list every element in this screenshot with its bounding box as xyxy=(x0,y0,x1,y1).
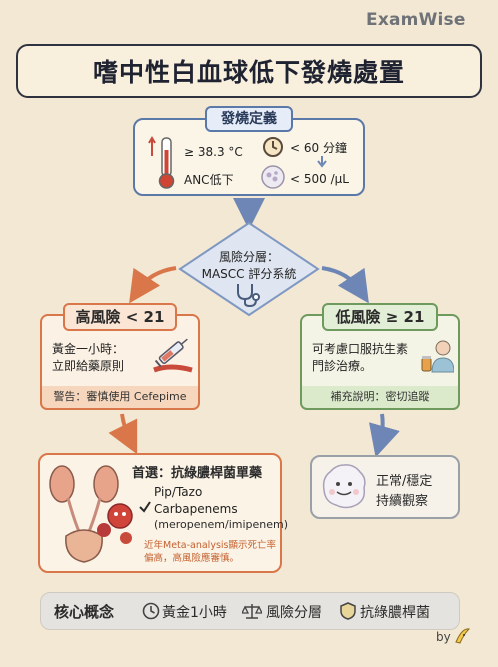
core-item-golden-hour: 黃金1小時 xyxy=(162,605,227,621)
core-item-risk-stratification: 風險分層 xyxy=(266,605,322,621)
happy-cell-icon xyxy=(322,464,366,509)
balance-scale-icon xyxy=(242,604,262,619)
duration-criterion: < 60 分鐘 xyxy=(290,141,347,155)
doctor-pills-icon xyxy=(421,340,454,373)
oral-antibiotic-label: 可考慮口服抗生素 xyxy=(312,342,409,356)
core-concepts-label: 核心概念 xyxy=(54,603,115,621)
page-title: 嗜中性白血球低下發燒處置 xyxy=(16,44,482,98)
golden-hour-label: 黃金一小時： xyxy=(52,342,125,356)
checkmark-icon xyxy=(139,501,151,513)
immediate-dosing-label: 立即給藥原則 xyxy=(52,359,125,373)
definition-tag: 發燒定義 xyxy=(205,106,293,132)
risk-title: 風險分層： xyxy=(218,250,279,264)
continue-observation-label: 持續觀察 xyxy=(376,494,429,509)
clock-icon xyxy=(142,602,160,620)
core-item-antipseudomonal: 抗綠膿桿菌 xyxy=(360,605,430,621)
thermometer-icon xyxy=(148,136,175,189)
high-risk-caution-note: 偏高，高風險應審慎。 xyxy=(144,553,240,564)
author-signature: by xyxy=(436,630,451,644)
high-risk-tag: 高風險 < 21 xyxy=(63,303,177,331)
risk-system: MASCC 評分系統 xyxy=(201,267,297,281)
temp-criterion: ≥ 38.3 °C xyxy=(184,145,243,159)
stethoscope-icon xyxy=(237,284,260,308)
arrow-risk-to-high xyxy=(129,266,177,304)
clock-icon xyxy=(263,137,283,157)
white-cell-icon xyxy=(261,165,285,189)
arrow-low-to-observe xyxy=(369,413,400,458)
drug-piptazo: Pip/Tazo xyxy=(154,485,203,499)
carbapenem-examples: (meropenem/imipenem) xyxy=(154,518,289,531)
kidney-bladder-bacteria-icon xyxy=(49,465,133,563)
outpatient-label: 門診治療。 xyxy=(312,359,373,373)
shield-icon xyxy=(340,602,356,620)
first-choice-heading: 首選：抗綠膿桿菌單藥 xyxy=(132,466,263,481)
down-arrow-icon xyxy=(317,156,327,168)
meta-analysis-note: 近年Meta-analysis顯示死亡率 xyxy=(144,540,276,551)
banana-mascot-icon xyxy=(455,628,471,644)
observation-box xyxy=(310,455,460,519)
followup-note: 補充說明：密切追蹤 xyxy=(300,386,460,410)
cefepime-warning: 警告：審慎使用 Cefepime xyxy=(40,386,200,410)
syringe-icon xyxy=(153,338,193,373)
brand-logo: ExamWise xyxy=(366,10,466,30)
arrow-high-to-treatment xyxy=(108,413,138,455)
low-risk-tag: 低風險 ≥ 21 xyxy=(322,303,438,331)
core-concepts-bar xyxy=(40,592,460,630)
normal-stable-label: 正常/穩定 xyxy=(376,474,433,489)
drug-carbapenems: Carbapenems xyxy=(154,502,238,516)
risk-diamond xyxy=(178,221,320,317)
count-criterion: < 500 /µL xyxy=(290,172,349,186)
arrow-risk-to-low xyxy=(321,266,369,304)
anc-criterion: ANC低下 xyxy=(184,173,234,187)
